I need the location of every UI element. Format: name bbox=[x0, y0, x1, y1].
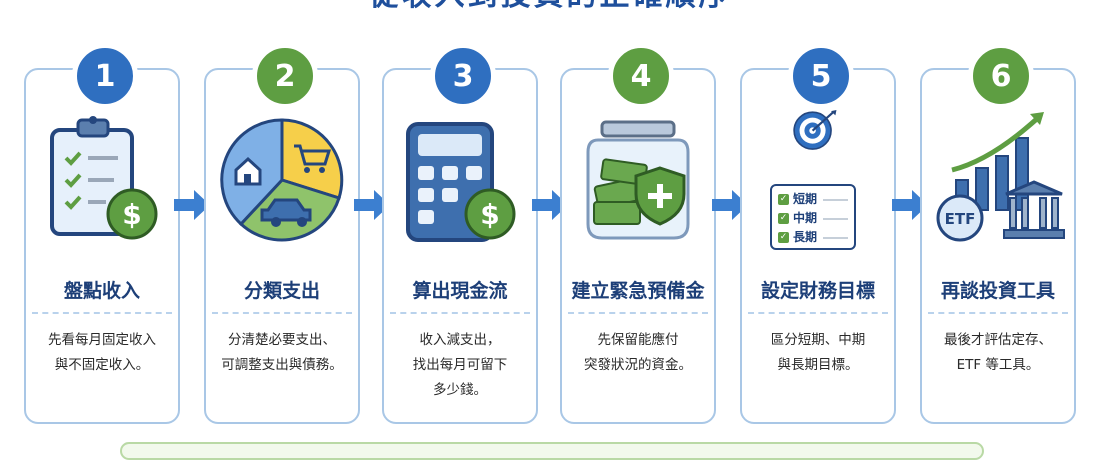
step-number-badge: 5 bbox=[788, 43, 854, 109]
step-card-1: $ 盤點收入 先看每月固定收入與不固定收入。 bbox=[24, 68, 180, 424]
svg-text:$: $ bbox=[480, 198, 499, 231]
step-number-badge: 1 bbox=[72, 43, 138, 109]
svg-text:ETF: ETF bbox=[945, 210, 976, 228]
checkbox-checked-icon: ✓ bbox=[778, 213, 789, 224]
step-description: 先保留能應付突發狀況的資金。 bbox=[584, 332, 692, 373]
step-description: 先看每月固定收入與不固定收入。 bbox=[48, 332, 156, 373]
target-arrow-checklist-icon bbox=[793, 110, 837, 150]
divider bbox=[928, 312, 1068, 314]
checklist-item: ✓ 長期 bbox=[778, 228, 848, 247]
step-number-badge: 3 bbox=[430, 43, 496, 109]
step-card-5: ✓ 短期 ✓ 中期 ✓ 長期 設定財務目標 區分短期、中期與長期目標。 bbox=[740, 68, 896, 424]
page-title: 從收入到投資的正確順序 bbox=[0, 0, 1100, 16]
arrow-right-icon bbox=[712, 190, 748, 220]
clipboard-checklist-dollar-icon: $ bbox=[50, 116, 158, 240]
arrow-right-icon bbox=[532, 190, 568, 220]
divider bbox=[748, 312, 888, 314]
step-description: 收入減支出，找出每月可留下多少錢。 bbox=[412, 332, 508, 398]
divider bbox=[390, 312, 530, 314]
step-title: 分類支出 bbox=[243, 280, 320, 302]
divider bbox=[32, 312, 172, 314]
checkbox-checked-icon: ✓ bbox=[778, 194, 789, 205]
step-card-6: ETF 再談投資工具 最後才評估定存、ETF 等工具。 bbox=[920, 68, 1076, 424]
step-card-2: 分類支出 分清楚必要支出、可調整支出與債務。 bbox=[204, 68, 360, 424]
step-number-badge: 6 bbox=[968, 43, 1034, 109]
step-title: 算出現金流 bbox=[412, 280, 508, 302]
jar-cash-shield-icon bbox=[586, 120, 690, 240]
checklist-item: ✓ 中期 bbox=[778, 209, 848, 228]
step-title: 建立緊急預備金 bbox=[571, 280, 705, 302]
step-title: 再談投資工具 bbox=[940, 280, 1055, 302]
divider bbox=[212, 312, 352, 314]
growth-chart-etf-bank-icon: ETF bbox=[936, 112, 1065, 242]
step-description: 最後才評估定存、ETF 等工具。 bbox=[944, 332, 1052, 373]
step-number-badge: 2 bbox=[252, 43, 318, 109]
step-card-4: 建立緊急預備金 先保留能應付突發狀況的資金。 bbox=[560, 68, 716, 424]
bottom-banner bbox=[120, 442, 984, 460]
step-description: 分清楚必要支出、可調整支出與債務。 bbox=[221, 332, 343, 373]
arrow-right-icon bbox=[354, 190, 390, 220]
checklist-item: ✓ 短期 bbox=[778, 190, 848, 209]
goal-checklist: ✓ 短期 ✓ 中期 ✓ 長期 bbox=[770, 184, 856, 250]
checkbox-checked-icon: ✓ bbox=[778, 232, 789, 243]
svg-text:$: $ bbox=[122, 198, 141, 231]
arrow-right-icon bbox=[174, 190, 210, 220]
step-card-3: $ 算出現金流 收入減支出，找出每月可留下多少錢。 bbox=[382, 68, 538, 424]
step-number-badge: 4 bbox=[608, 43, 674, 109]
step-title: 設定財務目標 bbox=[760, 280, 875, 302]
pie-chart-house-cart-car-icon bbox=[220, 118, 344, 242]
calculator-dollar-icon: $ bbox=[406, 122, 516, 242]
divider bbox=[568, 312, 708, 314]
step-title: 盤點收入 bbox=[63, 280, 140, 302]
arrow-right-icon bbox=[892, 190, 928, 220]
step-description: 區分短期、中期與長期目標。 bbox=[770, 332, 866, 373]
